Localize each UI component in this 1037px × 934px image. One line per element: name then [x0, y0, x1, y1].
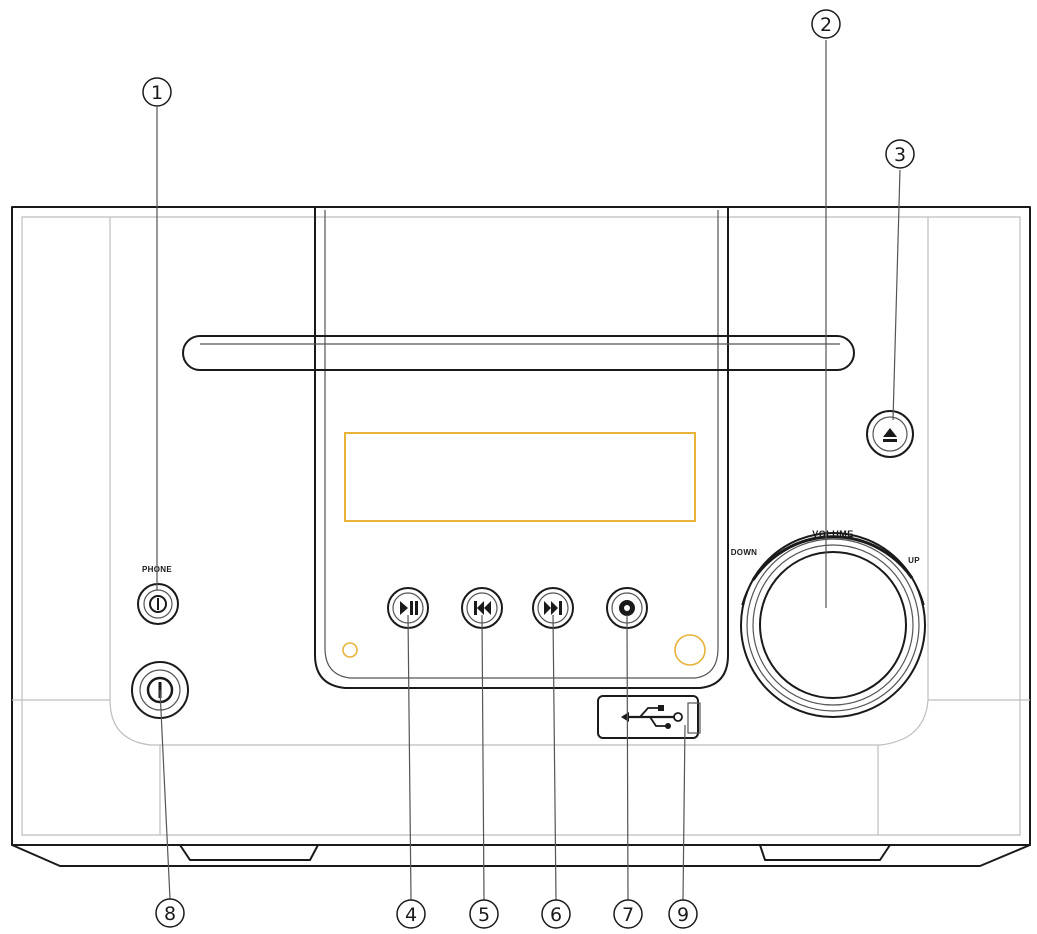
callout-7: 7: [613, 899, 643, 929]
headphone-jack-icon: [149, 595, 167, 613]
volume-knob[interactable]: [740, 532, 926, 718]
usb-icon: [621, 705, 683, 729]
svg-text:4: 4: [405, 904, 417, 926]
standby-led: [674, 634, 706, 666]
svg-text:3: 3: [894, 144, 906, 166]
callout-1: 1: [142, 77, 172, 107]
callout-3: 3: [885, 139, 915, 169]
volume-label: VOLUME: [812, 529, 854, 539]
callout-6: 6: [541, 899, 571, 929]
skip-previous-icon: [474, 601, 491, 615]
usb-port[interactable]: [597, 695, 701, 739]
previous-button[interactable]: [461, 587, 503, 629]
source-icon: [619, 600, 635, 616]
volume-down-label: DOWN: [731, 548, 758, 557]
callout-5: 5: [469, 899, 499, 929]
svg-text:5: 5: [478, 904, 490, 926]
play-pause-icon: [400, 601, 418, 615]
display-window: [344, 432, 696, 522]
center-panel: [314, 207, 729, 689]
remote-sensor: [342, 642, 358, 658]
cd-slot[interactable]: [182, 335, 855, 371]
callout-2: 2: [811, 9, 841, 39]
skip-next-icon: [544, 601, 562, 615]
volume-up-label: UP: [908, 556, 920, 565]
device-body: [11, 206, 1031, 867]
svg-text:7: 7: [622, 904, 634, 926]
eject-button[interactable]: [866, 410, 914, 458]
callout-4: 4: [396, 899, 426, 929]
svg-text:2: 2: [820, 14, 832, 36]
headphone-jack[interactable]: [137, 583, 179, 625]
eject-icon: [883, 428, 897, 442]
svg-text:6: 6: [550, 904, 562, 926]
callout-9: 9: [668, 899, 698, 929]
callout-8: 8: [155, 898, 185, 928]
callout-leaders: [156, 40, 901, 901]
svg-text:1: 1: [151, 82, 163, 104]
svg-text:8: 8: [164, 903, 176, 925]
svg-text:9: 9: [677, 904, 689, 926]
